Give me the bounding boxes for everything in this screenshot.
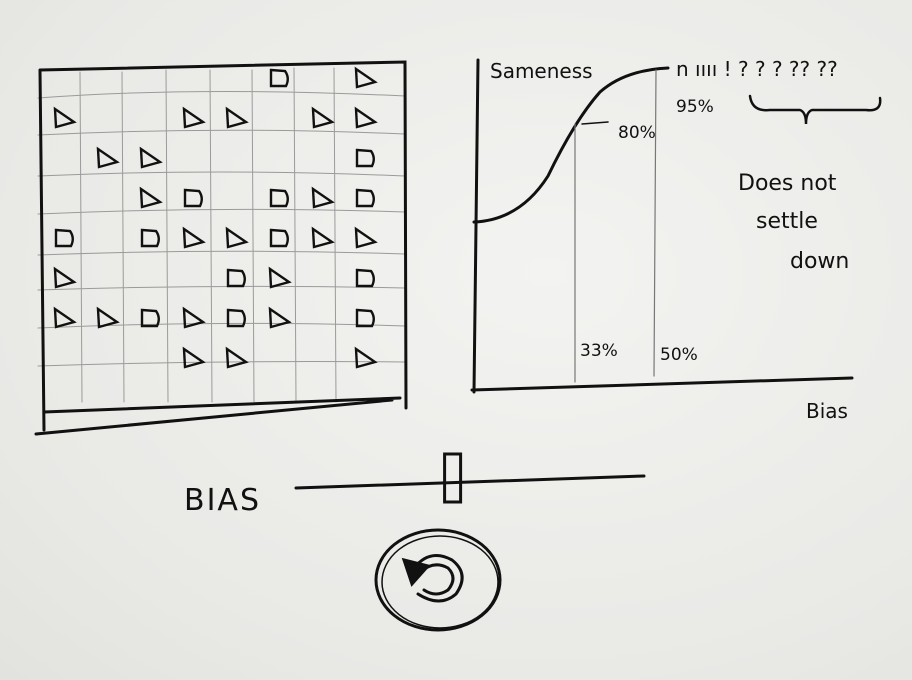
- reset-button[interactable]: [374, 528, 502, 632]
- grid-shape-square: [269, 188, 289, 208]
- note-line-2: settle: [756, 209, 818, 234]
- grid-shape-triangle: [354, 346, 378, 369]
- grid-shape-square: [269, 228, 289, 248]
- x-axis-label: Bias: [806, 399, 848, 423]
- grid-shape-square: [54, 228, 74, 248]
- grid-shape-triangle: [53, 306, 77, 329]
- grid-shape-triangle: [311, 106, 335, 129]
- note-line-1: Does not: [738, 171, 837, 196]
- grid-shape-triangle: [182, 346, 206, 369]
- grid-shape-square: [355, 188, 375, 208]
- bias-slider[interactable]: [294, 452, 646, 504]
- grid-border: [34, 60, 408, 436]
- grid-shape-triangle: [225, 346, 249, 369]
- bias-label: BIAS: [184, 483, 261, 518]
- x-axis: [470, 376, 854, 392]
- marker-33-label: 33%: [580, 341, 618, 361]
- grid-shape-square: [355, 268, 375, 288]
- grid-shape-triangle: [354, 66, 378, 89]
- grid-shape-triangle: [311, 186, 335, 209]
- marker-95-label: 95%: [676, 97, 714, 117]
- grid-shape-triangle: [311, 226, 335, 249]
- grid-shape-square: [355, 148, 375, 168]
- sameness-curve: [472, 66, 670, 224]
- grid-shape-triangle: [354, 226, 378, 249]
- grid-shape-square: [355, 308, 375, 328]
- grid-shape-triangle: [182, 226, 206, 249]
- y-axis-label: Sameness: [490, 59, 593, 83]
- reset-icon: [401, 554, 464, 603]
- bias-sameness-graph: [470, 58, 882, 394]
- grid-shape-square: [140, 228, 160, 248]
- unsettled-squiggle: n ıııı ! ? ? ? ?? ??: [676, 57, 838, 81]
- marker-80-label: 80%: [618, 123, 656, 143]
- grid-shape-square: [183, 188, 203, 208]
- grid-lines: [37, 67, 406, 403]
- grid-shape-square: [140, 308, 160, 328]
- grid-shape-triangle: [354, 106, 378, 129]
- y-axis: [472, 58, 480, 394]
- marker-50-label: 50%: [660, 345, 698, 365]
- grid-shape-triangle: [225, 106, 249, 129]
- grid-shape-triangle: [268, 266, 292, 289]
- grid-shape-square: [226, 308, 246, 328]
- grid-shape-square: [269, 68, 289, 88]
- grid-shape-triangle: [53, 266, 77, 289]
- grid-shape-triangle: [182, 306, 206, 329]
- grid-shapes: [53, 66, 378, 369]
- note-line-3: down: [790, 249, 849, 274]
- grid-shape-triangle: [225, 226, 249, 249]
- grid-shape-triangle: [96, 146, 120, 169]
- marker-50-line: [653, 69, 657, 377]
- slider-track: [294, 474, 646, 490]
- grid-shape-triangle: [268, 306, 292, 329]
- slider-thumb[interactable]: [443, 452, 463, 504]
- note-brace-icon: [748, 94, 882, 125]
- grid-shape-square: [226, 268, 246, 288]
- grid-shape-triangle: [53, 106, 77, 129]
- grid-shape-triangle: [139, 186, 163, 209]
- marker-80-tick: [581, 121, 609, 125]
- grid-panel: [34, 60, 408, 436]
- grid-shape-triangle: [96, 306, 120, 329]
- grid-shape-triangle: [182, 106, 206, 129]
- grid-shape-triangle: [139, 146, 163, 169]
